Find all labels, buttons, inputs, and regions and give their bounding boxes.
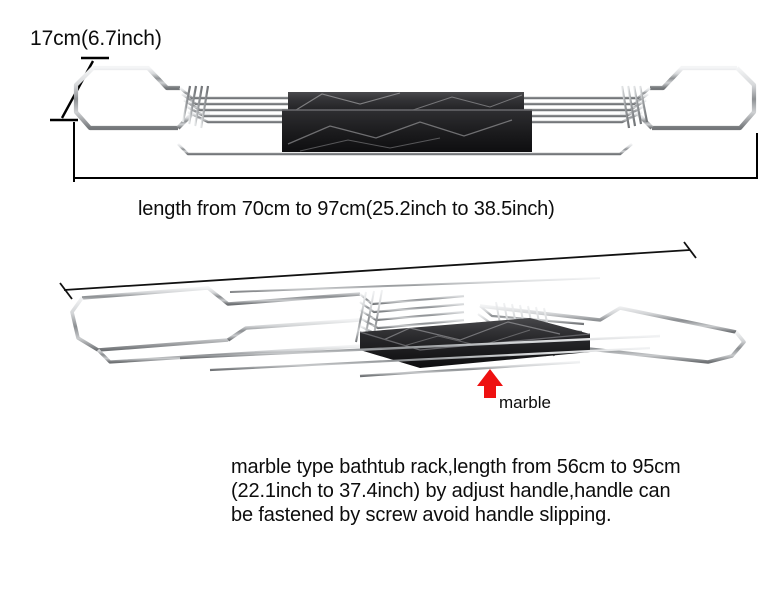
product-image-top-view <box>60 52 770 172</box>
height-dimension-label: 17cm(6.7inch) <box>30 27 162 50</box>
length-caption: length from 70cm to 97cm(25.2inch to 38.… <box>138 198 555 220</box>
product-image-bottom-view <box>60 262 760 392</box>
marble-callout-label: marble <box>499 393 551 412</box>
description-line-1: marble type bathtub rack,length from 56c… <box>231 456 681 478</box>
description-line-3: be fastened by screw avoid handle slippi… <box>231 504 612 526</box>
description-block: marble type bathtub rack,length from 56c… <box>231 455 681 527</box>
length-dimension-tick-right <box>756 133 758 179</box>
length-dimension-tick-left <box>73 122 75 182</box>
description-line-2: (22.1inch to 37.4inch) by adjust handle,… <box>231 480 671 502</box>
length-dimension-line <box>73 177 758 179</box>
